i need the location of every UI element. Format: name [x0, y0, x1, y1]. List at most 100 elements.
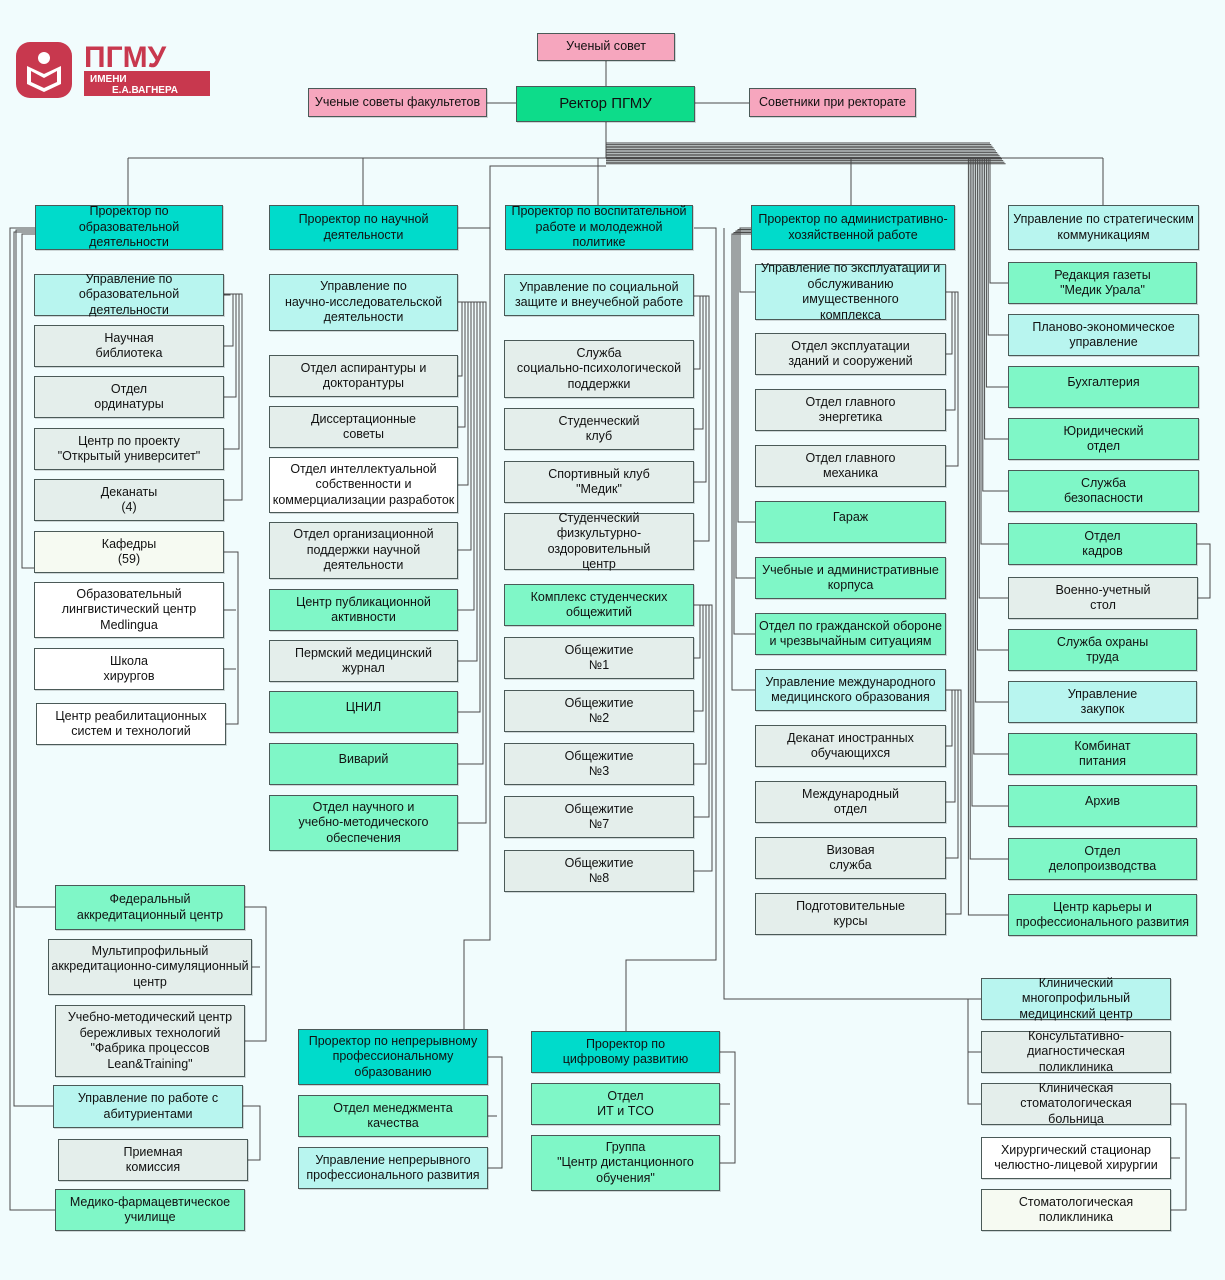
- foreign-students-dean-box[interactable]: Деканат иностранных обучающихся: [755, 725, 946, 767]
- archive-box[interactable]: Архив: [1008, 785, 1197, 827]
- academic-council-box[interactable]: Ученый совет: [537, 33, 675, 61]
- dormitories-complex-box[interactable]: Комплекс студенческих общежитий: [504, 584, 694, 626]
- buildings-dept-box[interactable]: Отдел эксплуатации зданий и сооружений: [755, 333, 946, 375]
- vice-rector-education[interactable]: Проректор по образовательной деятельност…: [35, 204, 223, 250]
- deans-offices-box[interactable]: Деканаты (4): [34, 479, 224, 521]
- surgeons-school-box[interactable]: Школа хирургов: [34, 648, 224, 690]
- connector-line-55: [694, 604, 713, 872]
- planning-economics-box[interactable]: Планово-экономическое управление: [1008, 314, 1199, 356]
- vice-rector-science[interactable]: Проректор по научной деятельности: [269, 205, 458, 250]
- psych-support-box[interactable]: Служба социально-психологической поддерж…: [504, 340, 694, 398]
- accreditation-center-box[interactable]: Федеральный аккредитационный центр: [55, 885, 245, 930]
- applicants-dept-box[interactable]: Управление по работе с абитуриентами: [53, 1085, 243, 1128]
- vivarium-box[interactable]: Виварий: [269, 743, 458, 785]
- accounting-box[interactable]: Бухгалтерия: [1008, 366, 1199, 408]
- open-university-box[interactable]: Центр по проекту "Открытый университет": [34, 428, 224, 470]
- labor-safety-box[interactable]: Служба охраны труда: [1008, 629, 1197, 671]
- rector-box[interactable]: Ректор ПГМУ: [516, 86, 695, 122]
- pharma-college-box[interactable]: Медико-фармацевтическое училище: [55, 1189, 245, 1231]
- connector-line-80: [969, 158, 1008, 860]
- publication-center-box[interactable]: Центр публикационной активности: [269, 589, 458, 631]
- strategic-comms-box[interactable]: Управление по стратегическим коммуникаци…: [1008, 205, 1199, 250]
- vice-rector-admin[interactable]: Проректор по административно- хозяйствен…: [751, 205, 955, 250]
- records-dept-box[interactable]: Отдел делопроизводства: [1008, 838, 1197, 880]
- newspaper-box[interactable]: Редакция газеты "Медик Урала": [1008, 262, 1197, 304]
- dissertation-councils-box[interactable]: Диссертационные советы: [269, 406, 458, 448]
- procurement-box[interactable]: Управление закупок: [1008, 681, 1197, 723]
- energy-dept-box[interactable]: Отдел главного энергетика: [755, 389, 946, 431]
- connector-line-90: [723, 228, 981, 1000]
- distance-learning-box[interactable]: Группа "Центр дистанционного обучения": [531, 1135, 720, 1191]
- legal-dept-box[interactable]: Юридический отдел: [1008, 418, 1199, 460]
- garage-box[interactable]: Гараж: [755, 501, 946, 543]
- connector-line-79: [971, 158, 1008, 807]
- dormitory-1-box[interactable]: Общежитие №1: [504, 637, 694, 679]
- advisors-box[interactable]: Советники при ректорате: [749, 88, 916, 117]
- international-dept-box[interactable]: Международный отдел: [755, 781, 946, 823]
- dormitory-7-box[interactable]: Общежитие №7: [504, 796, 694, 838]
- edu-dept-box[interactable]: Управление по образовательной деятельнос…: [34, 272, 224, 317]
- sports-club-box[interactable]: Спортивный клуб "Медик": [504, 461, 694, 503]
- dental-polyclinic-box[interactable]: Стоматологическая поликлиника: [981, 1189, 1171, 1231]
- cnil-box[interactable]: ЦНИЛ: [269, 691, 458, 733]
- faculty-councils-box[interactable]: Ученые советы факультетов: [308, 88, 487, 117]
- admission-committee-box[interactable]: Приемная комиссия: [58, 1139, 248, 1181]
- medical-journal-box[interactable]: Пермский медицинский журнал: [269, 640, 458, 682]
- visa-service-box[interactable]: Визовая служба: [755, 837, 946, 879]
- library-box[interactable]: Научная библиотека: [34, 325, 224, 367]
- connector-line-59: [735, 230, 755, 579]
- connector-line-27: [21, 233, 35, 569]
- social-dept-box[interactable]: Управление по социальной защите и внеуче…: [504, 274, 694, 316]
- catering-box[interactable]: Комбинат питания: [1008, 733, 1197, 775]
- property-dept-box[interactable]: Управление по эксплуатации и обслуживани…: [755, 261, 946, 322]
- fitness-center-box[interactable]: Студенческий физкультурно-оздоровительны…: [504, 511, 694, 571]
- ip-dept-box[interactable]: Отдел интеллектуальной собственности и к…: [269, 457, 458, 513]
- logo-subtitle-2: Е.А.ВАГНЕРА: [112, 85, 178, 96]
- security-service-box[interactable]: Служба безопасности: [1008, 470, 1199, 512]
- residency-dept-box[interactable]: Отдел ординатуры: [34, 376, 224, 418]
- connector-line-46: [463, 166, 491, 1029]
- connector-line-75: [978, 158, 1008, 599]
- connector-line-69: [989, 158, 1008, 284]
- maxillofacial-box[interactable]: Хирургический стационар челюстно-лицевой…: [981, 1137, 1171, 1179]
- clinic-multiprofile-box[interactable]: Клинический многопрофильный медицинский …: [981, 976, 1171, 1021]
- departments-box[interactable]: Кафедры (59): [34, 531, 224, 573]
- cpd-dept-box[interactable]: Управление непрерывного профессиональног…: [298, 1147, 488, 1189]
- simulation-center-box[interactable]: Мультипрофильный аккредитационно-симуляц…: [48, 939, 252, 995]
- vice-rector-youth[interactable]: Проректор по воспитательной работе и мол…: [505, 204, 693, 250]
- dormitory-2-box[interactable]: Общежитие №2: [504, 690, 694, 732]
- rehab-center-box[interactable]: Центр реабилитационных систем и технолог…: [36, 703, 226, 745]
- connector-line-50: [694, 295, 710, 542]
- student-club-box[interactable]: Студенческий клуб: [504, 408, 694, 450]
- mechanic-dept-box[interactable]: Отдел главного механика: [755, 445, 946, 487]
- lean-center-box[interactable]: Учебно-методический центр бережливых тех…: [55, 1005, 245, 1077]
- science-support-box[interactable]: Отдел организационной поддержки научной …: [269, 522, 458, 579]
- quality-dept-box[interactable]: Отдел менеджмента качества: [298, 1095, 488, 1137]
- civil-defense-box[interactable]: Отдел по гражданской обороне и чрезвычай…: [755, 613, 946, 655]
- vice-rector-continuing[interactable]: Проректор по непрерывному профессиональн…: [298, 1029, 488, 1085]
- logo-title: ПГМУ: [84, 41, 167, 74]
- dental-hospital-box[interactable]: Клиническая стоматологическая больница: [981, 1081, 1171, 1126]
- postgraduate-dept-box[interactable]: Отдел аспирантуры и докторантуры: [269, 355, 458, 397]
- connector-line-72: [984, 158, 1008, 440]
- medlingua-box[interactable]: Образовательный лингвистический центр Me…: [34, 582, 224, 638]
- connector-line-57: [739, 227, 755, 293]
- military-registration-box[interactable]: Военно-учетный стол: [1008, 577, 1198, 619]
- vice-rector-digital[interactable]: Проректор по цифровому развитию: [531, 1031, 720, 1073]
- dormitory-3-box[interactable]: Общежитие №3: [504, 743, 694, 785]
- pgmu-logo: ПГМУ ИМЕНИ Е.А.ВАГНЕРА: [16, 41, 210, 98]
- hr-dept-box[interactable]: Отдел кадров: [1008, 523, 1197, 565]
- connector-line-60: [733, 232, 755, 635]
- career-center-box[interactable]: Центр карьеры и профессионального развит…: [1008, 894, 1197, 936]
- it-dept-box[interactable]: Отдел ИТ и ТСО: [531, 1083, 720, 1125]
- dormitory-8-box[interactable]: Общежитие №8: [504, 850, 694, 892]
- prep-courses-box[interactable]: Подготовительные курсы: [755, 893, 946, 935]
- research-dept-box[interactable]: Управление по научно-исследовательской д…: [269, 274, 458, 331]
- diagnostic-polyclinic-box[interactable]: Консультативно-диагностическая поликлини…: [981, 1029, 1171, 1074]
- campus-buildings-box[interactable]: Учебные и административные корпуса: [755, 557, 946, 599]
- connector-line-26: [13, 231, 53, 1107]
- methodology-dept-box[interactable]: Отдел научного и учебно-методического об…: [269, 795, 458, 851]
- international-education-box[interactable]: Управление международного медицинского о…: [755, 669, 946, 711]
